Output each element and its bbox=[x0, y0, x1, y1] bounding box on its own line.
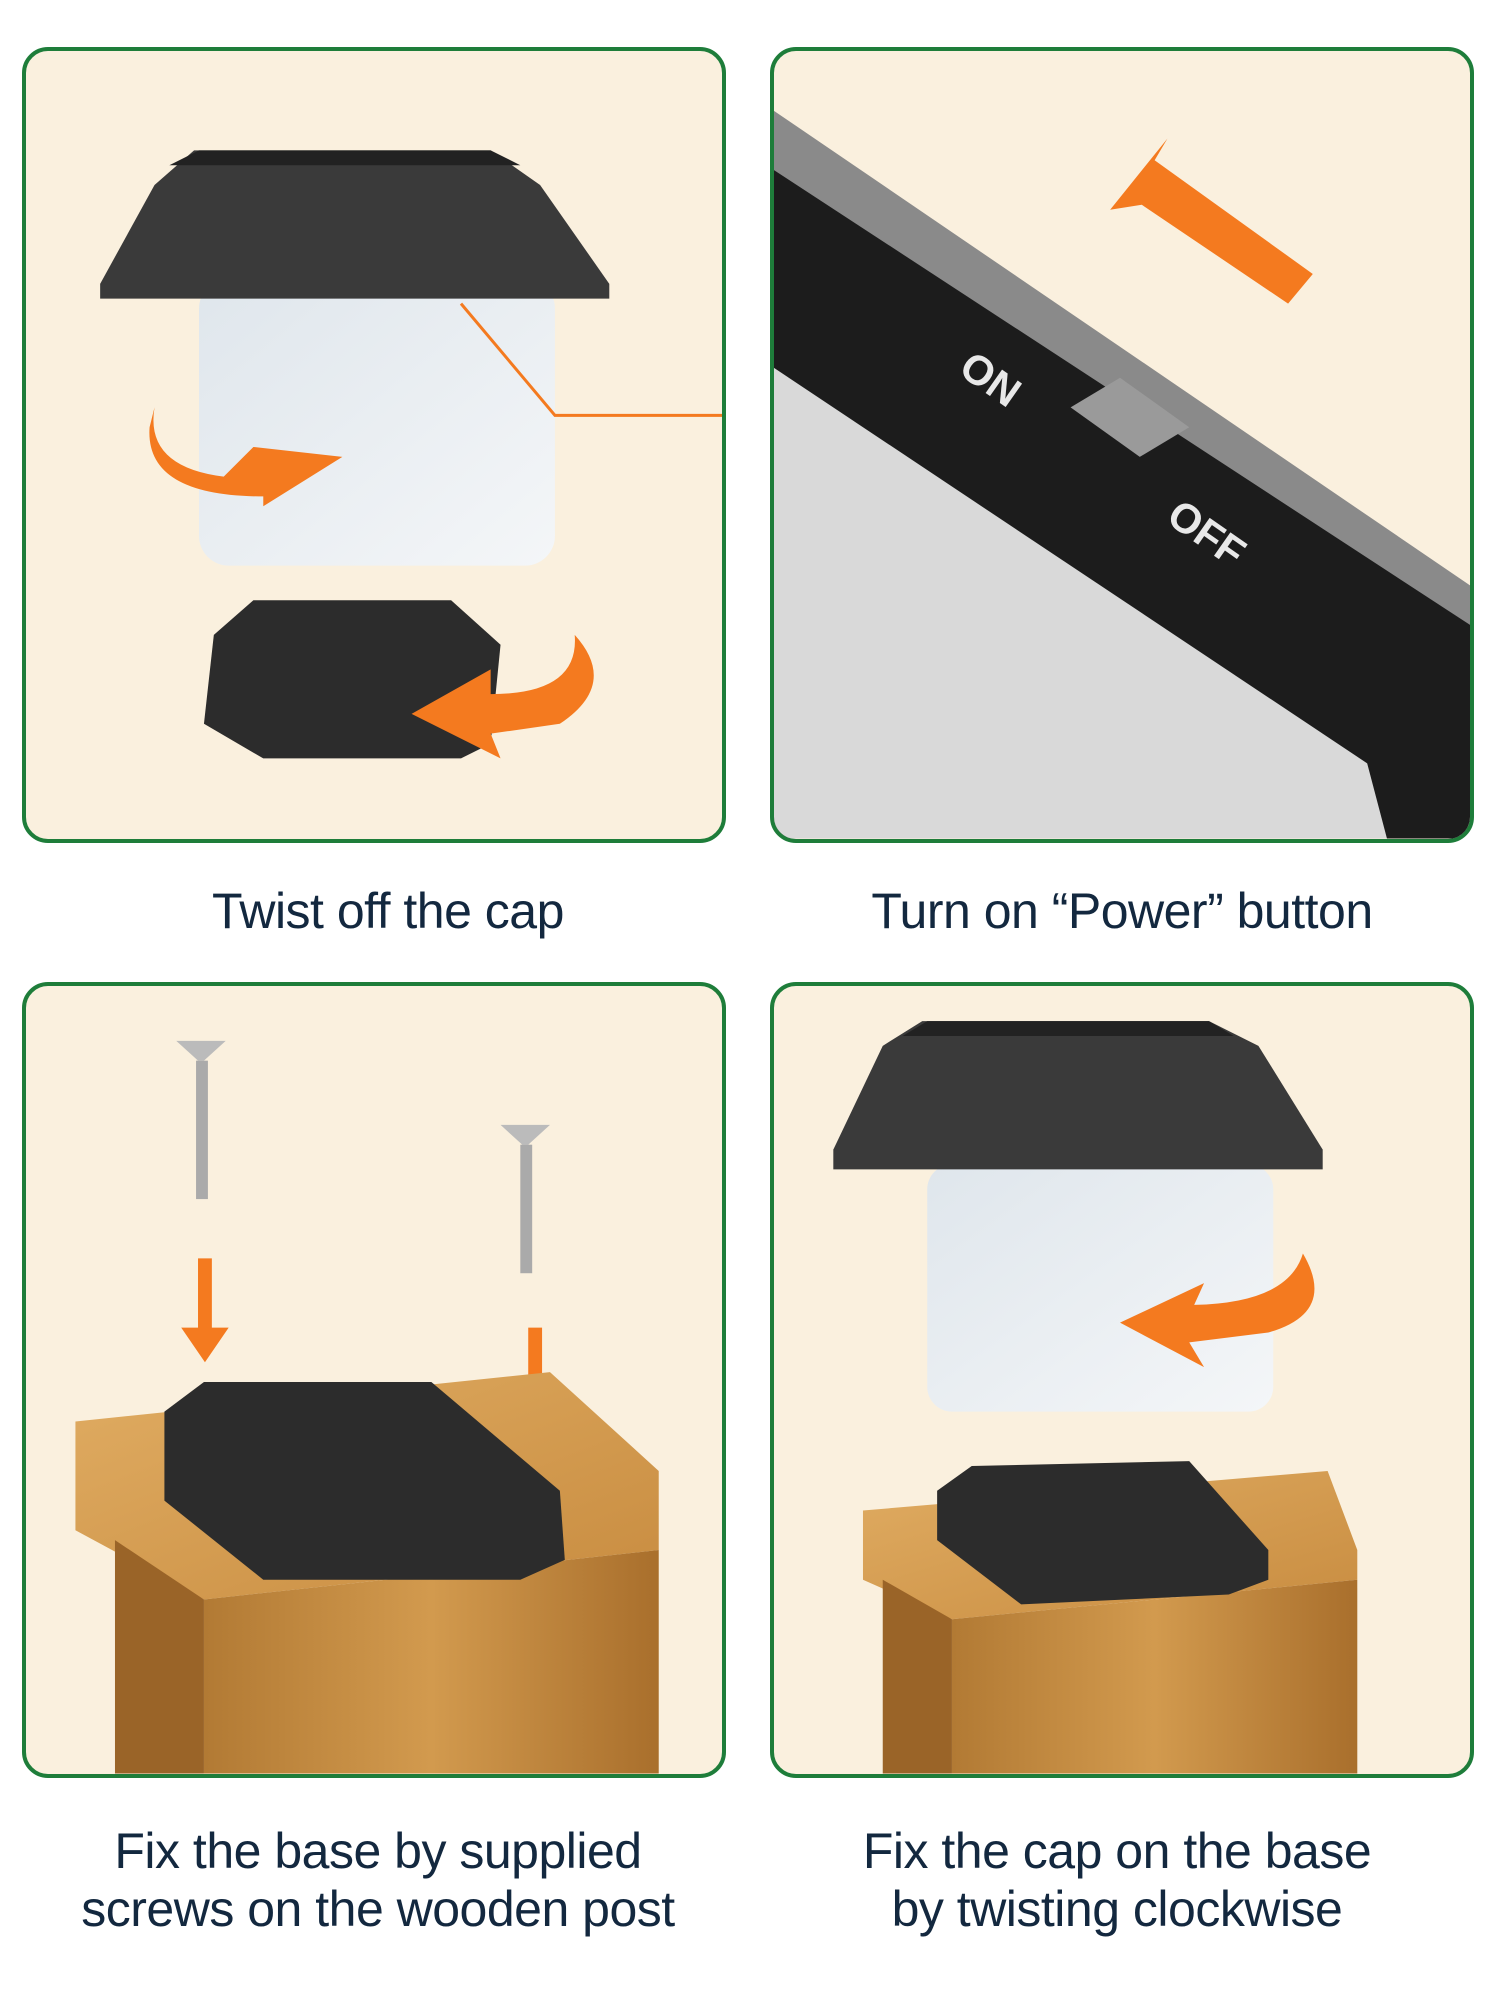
rotate-arrow-icon bbox=[1120, 1253, 1315, 1368]
arrow-up-left-icon bbox=[1110, 138, 1313, 304]
lamp-glass bbox=[927, 1164, 1274, 1412]
lamp-glass bbox=[199, 278, 555, 566]
lamp-base bbox=[937, 1461, 1269, 1605]
caption-line: Fix the base by supplied bbox=[114, 1823, 642, 1879]
step-2-panel: ON OFF bbox=[770, 47, 1474, 843]
caption-text: Turn on “Power” button bbox=[871, 883, 1373, 939]
screw-icon bbox=[500, 1124, 550, 1274]
power-switch-illustration: ON OFF bbox=[774, 110, 1470, 839]
lamp-cap bbox=[100, 150, 610, 299]
caption-text: Twist off the cap bbox=[212, 883, 564, 939]
rotate-arrow-icon bbox=[149, 407, 343, 507]
step-1-caption: Twist off the cap bbox=[0, 882, 776, 940]
lamp-cap bbox=[833, 1021, 1323, 1170]
caption-line: screws on the wooden post bbox=[81, 1881, 675, 1937]
solar-panel bbox=[169, 150, 521, 166]
step-4-caption: Fix the cap on the base by twisting cloc… bbox=[747, 1822, 1487, 1938]
fix-cap-illustration bbox=[833, 1021, 1358, 1774]
step-3-caption: Fix the base by supplied screws on the w… bbox=[8, 1822, 748, 1938]
fix-base-illustration bbox=[75, 1040, 659, 1774]
solar-panel bbox=[902, 1021, 1234, 1036]
arrow-down-icon bbox=[181, 1258, 229, 1363]
caption-line: Fix the cap on the base bbox=[862, 1823, 1372, 1879]
rotate-arrow-icon bbox=[411, 634, 594, 759]
callout-line bbox=[459, 302, 722, 417]
twist-off-cap-illustration bbox=[100, 150, 722, 759]
step-1-panel bbox=[22, 47, 726, 843]
step-4-panel bbox=[770, 982, 1474, 1778]
screw-icon bbox=[176, 1040, 226, 1200]
lamp-base bbox=[164, 1381, 565, 1580]
caption-line: by twisting clockwise bbox=[891, 1881, 1343, 1937]
wooden-post bbox=[203, 1550, 659, 1774]
step-3-panel bbox=[22, 982, 726, 1778]
wooden-post bbox=[951, 1579, 1358, 1774]
power-switch[interactable] bbox=[1070, 377, 1190, 457]
step-2-caption: Turn on “Power” button bbox=[752, 882, 1492, 940]
